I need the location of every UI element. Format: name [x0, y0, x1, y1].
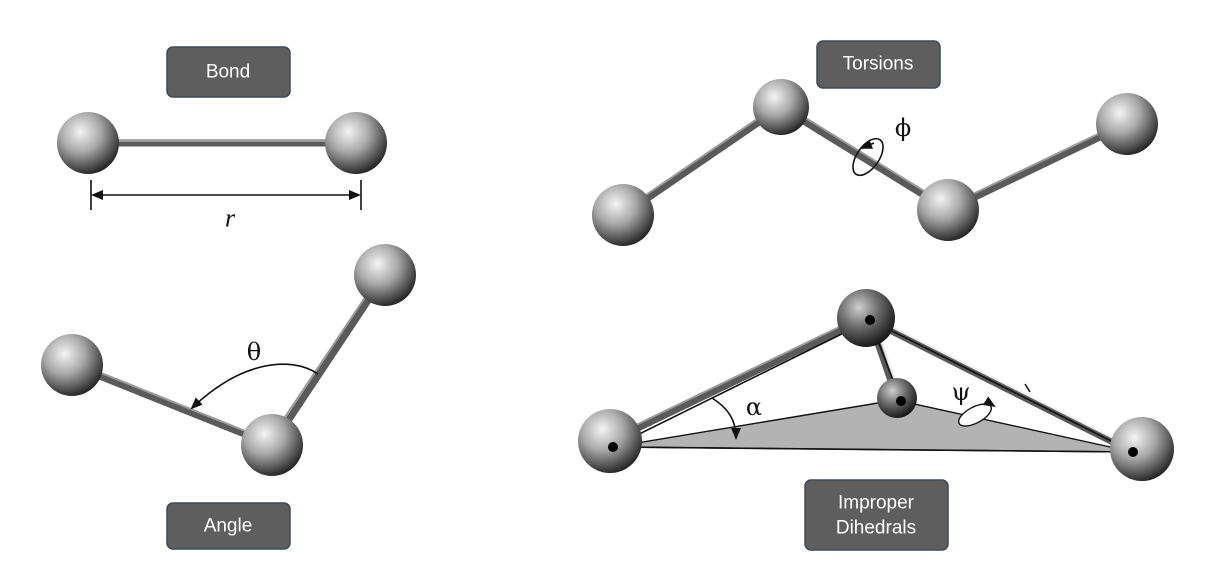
angle-label: Angle	[204, 516, 253, 537]
torsion-atom-3	[917, 179, 979, 241]
angle-atom-center	[241, 414, 303, 476]
torsion-atom-4	[1096, 93, 1158, 155]
angle-rod-right	[268, 271, 389, 449]
angle-atom-top	[354, 244, 416, 306]
angle-panel: θ Angle	[41, 244, 416, 550]
angle-rod-left	[68, 361, 276, 449]
improper-label-box: Improper Dihedrals	[804, 479, 949, 551]
improper-alpha-symbol: α	[746, 393, 762, 421]
bond-panel: Bond r	[57, 46, 387, 233]
angle-symbol: θ	[247, 338, 261, 366]
improper-panel: α ψ Improper Dihedrals	[578, 289, 1174, 551]
torsion-atom-2	[753, 79, 809, 135]
torsion-rotation-arrow	[852, 137, 884, 177]
improper-psi-symbol: ψ	[952, 378, 971, 406]
torsions-label: Torsions	[843, 54, 914, 75]
torsion-atom-1	[592, 184, 654, 246]
improper-label-line2: Dihedrals	[836, 518, 916, 539]
improper-psi-rotation-arrow	[957, 396, 996, 427]
torsions-label-box: Torsions	[816, 40, 941, 89]
angle-label-box: Angle	[166, 502, 291, 550]
improper-rod-left	[609, 314, 870, 444]
bond-label-box: Bond	[166, 46, 291, 98]
angle-atom-left	[41, 334, 103, 396]
bond-label: Bond	[206, 62, 250, 83]
bond-atom-left	[57, 112, 119, 174]
improper-atom-left	[578, 409, 642, 473]
torsion-rod-3	[944, 120, 1131, 214]
bond-length-symbol: r	[225, 204, 236, 233]
improper-atom-right	[1110, 417, 1174, 481]
torsion-symbol: ϕ	[895, 114, 911, 142]
bond-atom-right	[325, 112, 387, 174]
torsion-panel: Torsions ϕ	[592, 40, 1158, 246]
angle-arc-arrow	[190, 363, 319, 410]
torsion-rod-2	[777, 103, 952, 214]
improper-label-line1: Improper	[838, 493, 915, 514]
improper-alpha-arc	[711, 397, 741, 440]
torsion-rod-1	[619, 103, 785, 219]
